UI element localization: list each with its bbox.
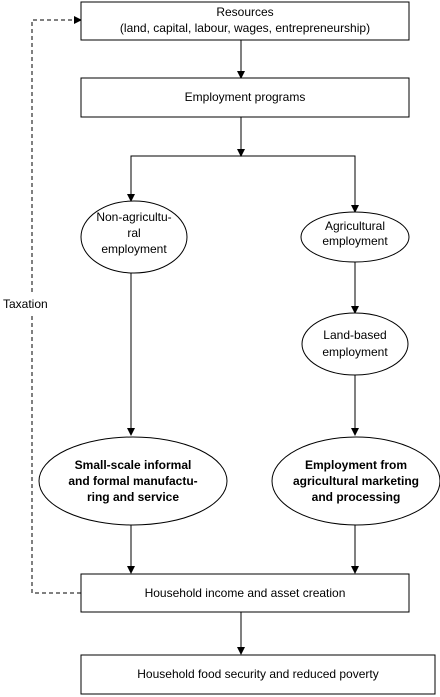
food-security-box (80, 654, 436, 695)
agricultural-line-2: employment (322, 234, 388, 248)
agri-marketing-line-1: Employment from (305, 458, 407, 472)
non-agricultural-ellipse (80, 200, 188, 274)
connector-branch (130, 155, 356, 200)
non-agricultural-line-1: Non-agricultu- (96, 210, 171, 224)
non-agricultural-line-2: ral (127, 226, 140, 240)
taxation-feedback-line (31, 16, 82, 594)
employment-programs-label: Employment programs (185, 90, 306, 104)
small-scale-line-3: ring and service (87, 490, 179, 504)
agri-marketing-line-2: agricultural marketing (293, 474, 419, 488)
small-scale-line-2: and formal manufactu- (68, 474, 197, 488)
agri-marketing-line-3: and processing (312, 490, 401, 504)
land-based-ellipse (301, 312, 409, 376)
small-scale-ellipse (38, 436, 228, 526)
resources-box (80, 1, 410, 41)
land-based-line-2: employment (322, 345, 388, 359)
food-security-label: Household food security and reduced pove… (137, 667, 378, 681)
taxation-label: Taxation (3, 297, 48, 311)
land-based-line-1: Land-based (323, 328, 386, 342)
resources-line-1: Resources (216, 5, 273, 19)
non-agricultural-line-3: employment (101, 242, 167, 256)
household-income-box (80, 573, 410, 613)
agricultural-line-1: Agricultural (325, 219, 385, 233)
resources-line-2: (land, capital, labour, wages, entrepren… (120, 21, 370, 35)
small-scale-line-1: Small-scale informal (75, 458, 192, 472)
agri-marketing-ellipse (271, 436, 440, 526)
agricultural-ellipse (300, 211, 410, 263)
employment-programs-box (80, 77, 410, 118)
taxation-label-bg (0, 295, 60, 313)
household-income-label: Household income and asset creation (145, 586, 346, 600)
